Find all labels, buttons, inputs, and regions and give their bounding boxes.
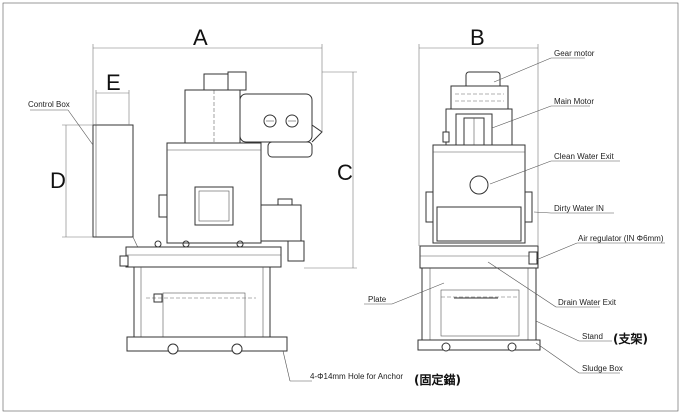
sludge-box-label: Sludge Box <box>582 364 623 373</box>
dimension-c-label: C <box>337 160 353 185</box>
dimension-b-label: B <box>470 25 485 50</box>
main-motor-label: Main Motor <box>554 97 594 106</box>
main-motor-front <box>239 93 313 143</box>
dirty-water-in-label: Dirty Water IN <box>554 204 604 213</box>
control-box <box>92 124 134 238</box>
upper-housing <box>184 89 241 144</box>
gear-motor-label: Gear motor <box>554 49 595 58</box>
leader-lines <box>30 57 665 382</box>
dimension-a-label: A <box>193 25 208 50</box>
anchor-hole-cn-label: (固定錨) <box>414 372 461 387</box>
anchor-hole-label: 4-Φ14mm Hole for Anchor <box>310 372 403 381</box>
control-box-label: Control Box <box>28 100 70 109</box>
front-view <box>92 71 323 355</box>
main-tank <box>166 142 262 244</box>
dimension-d-label: D <box>50 168 66 193</box>
front-base <box>125 246 282 268</box>
side-sludge-box <box>440 289 520 337</box>
clean-water-port <box>469 175 489 195</box>
stand-cn-label: (支架) <box>613 331 648 346</box>
side-base <box>419 245 539 269</box>
drain-water-exit-label: Drain Water Exit <box>558 298 617 307</box>
gear-motor-front <box>203 73 231 91</box>
stand-label: Stand <box>582 332 603 341</box>
air-regulator-label: Air regulator (IN Φ6mm) <box>578 234 664 243</box>
inspection-window <box>194 186 234 226</box>
motor-cage-top <box>450 85 509 110</box>
side-view <box>417 71 541 352</box>
clean-water-exit-label: Clean Water Exit <box>554 152 615 161</box>
dimension-lines <box>62 44 539 269</box>
plate-label: Plate <box>368 295 387 304</box>
front-stand <box>133 266 271 338</box>
dimension-e-label: E <box>106 70 121 95</box>
side-pump <box>260 204 302 242</box>
